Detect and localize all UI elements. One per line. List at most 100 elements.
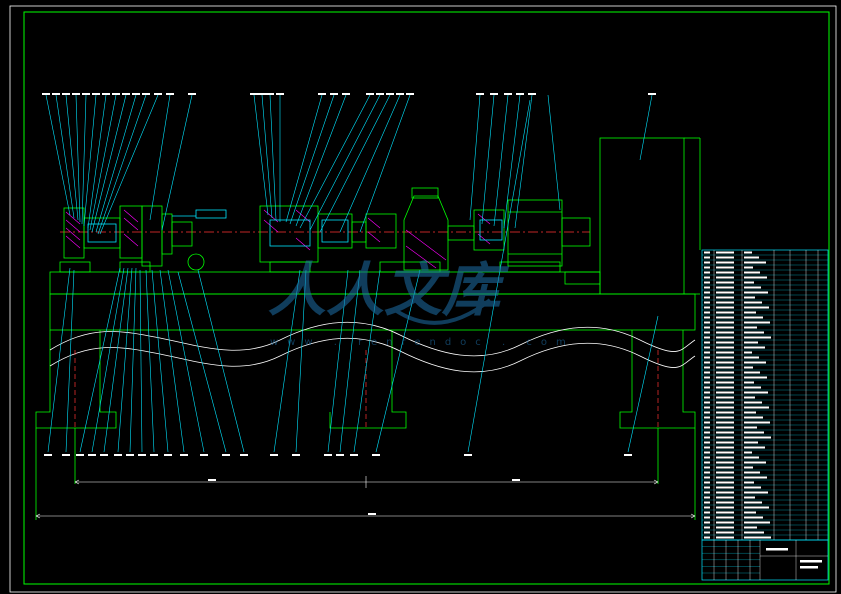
parts-list-number [704,251,710,254]
parts-list-code [716,411,734,414]
parts-list-code [716,471,734,474]
parts-list-entry [744,296,755,299]
parts-list-entry [744,291,768,294]
parts-list-code [716,271,734,274]
parts-list-code [716,326,734,329]
parts-list-number [704,506,710,509]
parts-list-entry [744,301,762,304]
parts-list-entry [744,381,754,384]
parts-list-number [704,446,710,449]
parts-list-entry [744,441,758,444]
parts-list-code [716,331,734,334]
parts-list-number [704,326,710,329]
parts-list-code [716,301,734,304]
dimension-values [208,479,520,515]
parts-list-number [704,536,710,539]
parts-list-number [704,386,710,389]
parts-list-number [704,471,710,474]
parts-list-number [704,281,710,284]
parts-list-number [704,451,710,454]
parts-list-code [716,361,734,364]
title-block-border [701,539,829,581]
parts-list-entry [744,516,763,519]
parts-list-number [704,411,710,414]
parts-list-code [716,336,734,339]
outer-sheet-border [9,5,837,593]
parts-list-number [704,436,710,439]
parts-list-code [716,366,734,369]
parts-list-code [716,311,734,314]
right-housing [599,137,701,295]
parts-list-code [716,496,734,499]
parts-list-code [716,536,734,539]
cyan-parts [87,209,503,247]
parts-list-code [716,421,734,424]
parts-list-number [704,511,710,514]
parts-list-code [716,251,734,254]
section-hatching [65,209,491,269]
parts-list-number [704,261,710,264]
parts-list-entry [744,326,757,329]
parts-list-entry [744,361,766,364]
parts-list-code [716,396,734,399]
parts-list-code [716,276,734,279]
parts-list-code [716,511,734,514]
dimension-lines [35,476,696,519]
parts-list-entry [744,311,756,314]
parts-list-number [704,256,710,259]
parts-list-number [704,331,710,334]
callout-number-ticks [42,93,656,456]
parts-list-number [704,531,710,534]
parts-list-entry [744,421,770,424]
parts-list-entry [744,386,761,389]
parts-list-entry [744,496,755,499]
parts-list-number [704,276,710,279]
parts-list-number [704,476,710,479]
parts-list-table [701,249,829,541]
callout-leaders-bottom [47,99,659,453]
parts-list-entry [744,346,765,349]
parts-list-number [704,271,710,274]
parts-list-code [716,391,734,394]
parts-list-code [716,351,734,354]
drive-train [59,187,601,285]
parts-list-number [704,391,710,394]
parts-list-entry [744,286,761,289]
parts-list-entry [744,266,753,269]
title-block-org [800,560,822,563]
parts-list-number [704,286,710,289]
parts-list-number [704,296,710,299]
parts-list-code [716,441,734,444]
parts-list-entry [744,371,760,374]
parts-list-entry [744,416,763,419]
parts-list-number [704,426,710,429]
parts-list-entry [744,486,761,489]
parts-list-entry [744,391,768,394]
parts-list-entry [744,536,771,539]
parts-list-number [704,461,710,464]
parts-list-number [704,356,710,359]
parts-list-entry [744,316,763,319]
parts-list-entry [744,481,754,484]
parts-list-code [716,341,734,344]
parts-list-number [704,321,710,324]
parts-list-entry [744,436,771,439]
parts-list-entry [744,401,762,404]
callout-leaders [45,94,653,235]
parts-list-entry [744,511,756,514]
parts-list-entry [744,336,771,339]
parts-list-number [704,371,710,374]
parts-list-code [716,456,734,459]
parts-list-number [704,466,710,469]
parts-list-code [716,381,734,384]
parts-list-entry [744,526,757,529]
parts-list-code [716,346,734,349]
parts-list-number [704,416,710,419]
parts-list-code [716,461,734,464]
parts-list-entry [744,456,759,459]
parts-list-number [704,501,710,504]
parts-list-entry [744,351,752,354]
parts-list-number [704,421,710,424]
parts-list-code [716,401,734,404]
watermark-swoosh [393,298,492,325]
